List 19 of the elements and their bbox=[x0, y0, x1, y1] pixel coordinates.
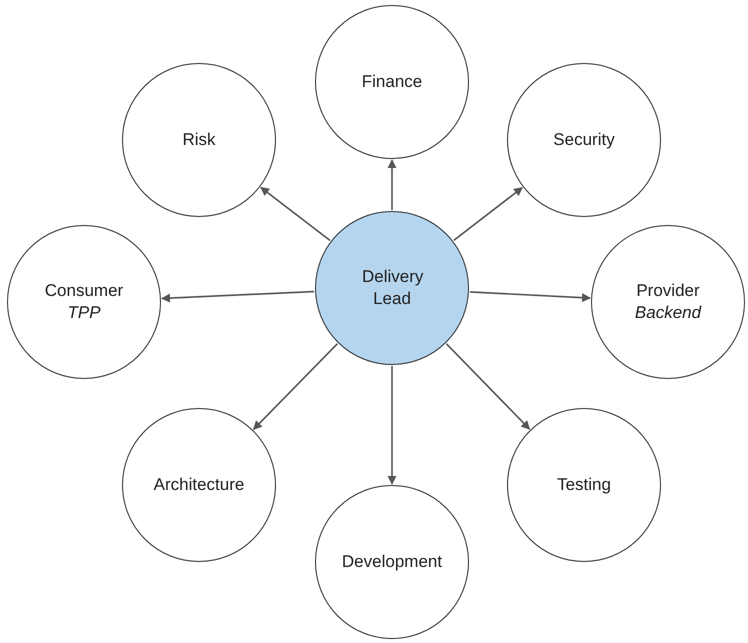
node-label: Risk bbox=[182, 128, 216, 151]
arrow bbox=[388, 159, 396, 210]
node-label: Delivery Lead bbox=[362, 266, 422, 310]
node-subtitle: Backend bbox=[634, 302, 702, 324]
arrow bbox=[252, 343, 338, 430]
node-label: Testing bbox=[557, 474, 611, 496]
node-label: Provider bbox=[636, 280, 700, 302]
node-subtitle: TPP bbox=[67, 302, 101, 324]
arrow bbox=[453, 186, 523, 242]
arrow bbox=[260, 186, 331, 242]
node-label: Security bbox=[553, 128, 615, 151]
node-label: Finance bbox=[362, 70, 422, 93]
arrow bbox=[446, 343, 530, 430]
node-label: Consumer bbox=[44, 280, 124, 302]
node-label: Architecture bbox=[154, 474, 244, 496]
node-label: Development bbox=[342, 550, 442, 573]
arrow bbox=[470, 291, 591, 302]
arrow bbox=[161, 290, 314, 303]
arrow bbox=[388, 366, 396, 485]
